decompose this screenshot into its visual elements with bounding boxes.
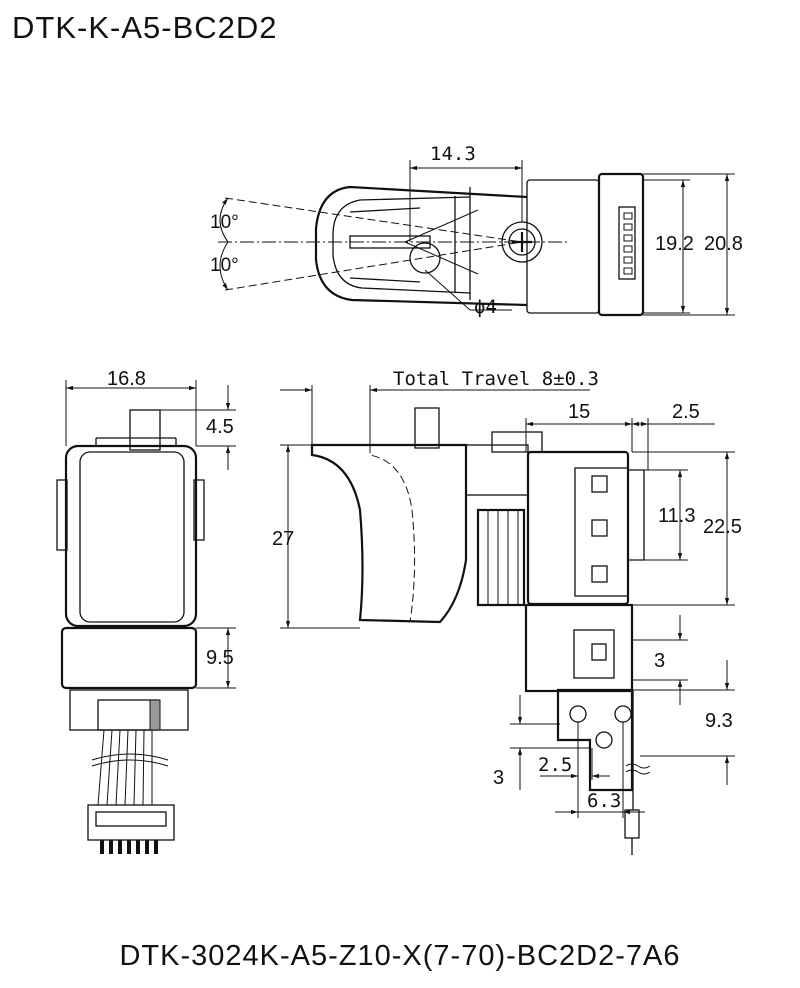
top-view-pivot-pin [409,242,441,274]
dim-9-5: 9.5 [206,647,234,669]
side-view-bellows [465,431,543,607]
dim-27: 27 [272,528,294,550]
angle-upper-label: 10° [210,212,239,233]
dim-2-5-top: 2.5 [672,401,700,423]
side-view: Total Travel 8±0.3 27 15 2.5 11.3 [272,368,742,855]
side-view-terminal [624,809,640,839]
side-view-mount-hole-right [614,705,632,723]
top-view-terminal-block [618,206,636,280]
dim-3-tab: 3 [654,650,665,672]
dim-2-5-hole: 2.5 [538,754,572,776]
front-view: 16.8 4.5 9.5 [56,368,236,854]
dim-3-hole: 3 [493,767,504,789]
front-view-lower-block [60,626,198,690]
front-view-left-tab [56,479,68,551]
front-view-connector-pins [100,840,158,854]
top-view-terminal-pins [623,212,633,275]
side-view-shaft [414,407,440,449]
side-view-mount-hole-left [569,705,587,723]
part-number: DTK-3024K-A5-Z10-X(7-70)-BC2D2-7A6 [119,940,681,972]
dim-11-3: 11.3 [658,505,695,527]
side-view-slot-2 [591,519,608,537]
dim-6-3: 6.3 [587,790,621,812]
side-view-slot-3 [591,565,608,583]
top-view-inner-guard [332,196,471,294]
side-view-lower-slot [591,643,607,661]
front-view-body [64,444,198,628]
model-title: DTK-K-A5-BC2D2 [12,10,278,45]
front-view-wires [91,729,169,806]
front-view-connector [87,804,175,841]
angle-lower-label: 10° [210,255,239,276]
top-view: 10° 10° 14.3 ϕ4 19.2 20.8 [210,143,743,318]
top-view-trigger-guard [314,185,528,307]
top-view-end-cap [597,172,645,317]
dim-4-5: 4.5 [206,416,234,438]
front-view-connector-plate [69,689,189,731]
dim-20-8: 20.8 [704,233,743,255]
side-view-switch-body [526,450,630,606]
dim-19-2: 19.2 [655,233,694,255]
front-view-shaft [129,409,161,451]
side-view-mount-hole-center [595,731,613,749]
dim-22-5: 22.5 [703,516,742,538]
side-view-trigger [310,443,468,624]
front-view-right-tab [193,479,205,541]
dim-total-travel: Total Travel 8±0.3 [393,368,599,390]
dim-9-3: 9.3 [705,710,733,732]
dim-16-8: 16.8 [107,368,146,390]
side-view-slot-1 [591,475,608,493]
dim-14-3: 14.3 [430,143,476,165]
top-view-switch-body [526,179,600,314]
dim-15: 15 [568,401,590,423]
dim-pin-diameter: ϕ4 [474,296,497,318]
